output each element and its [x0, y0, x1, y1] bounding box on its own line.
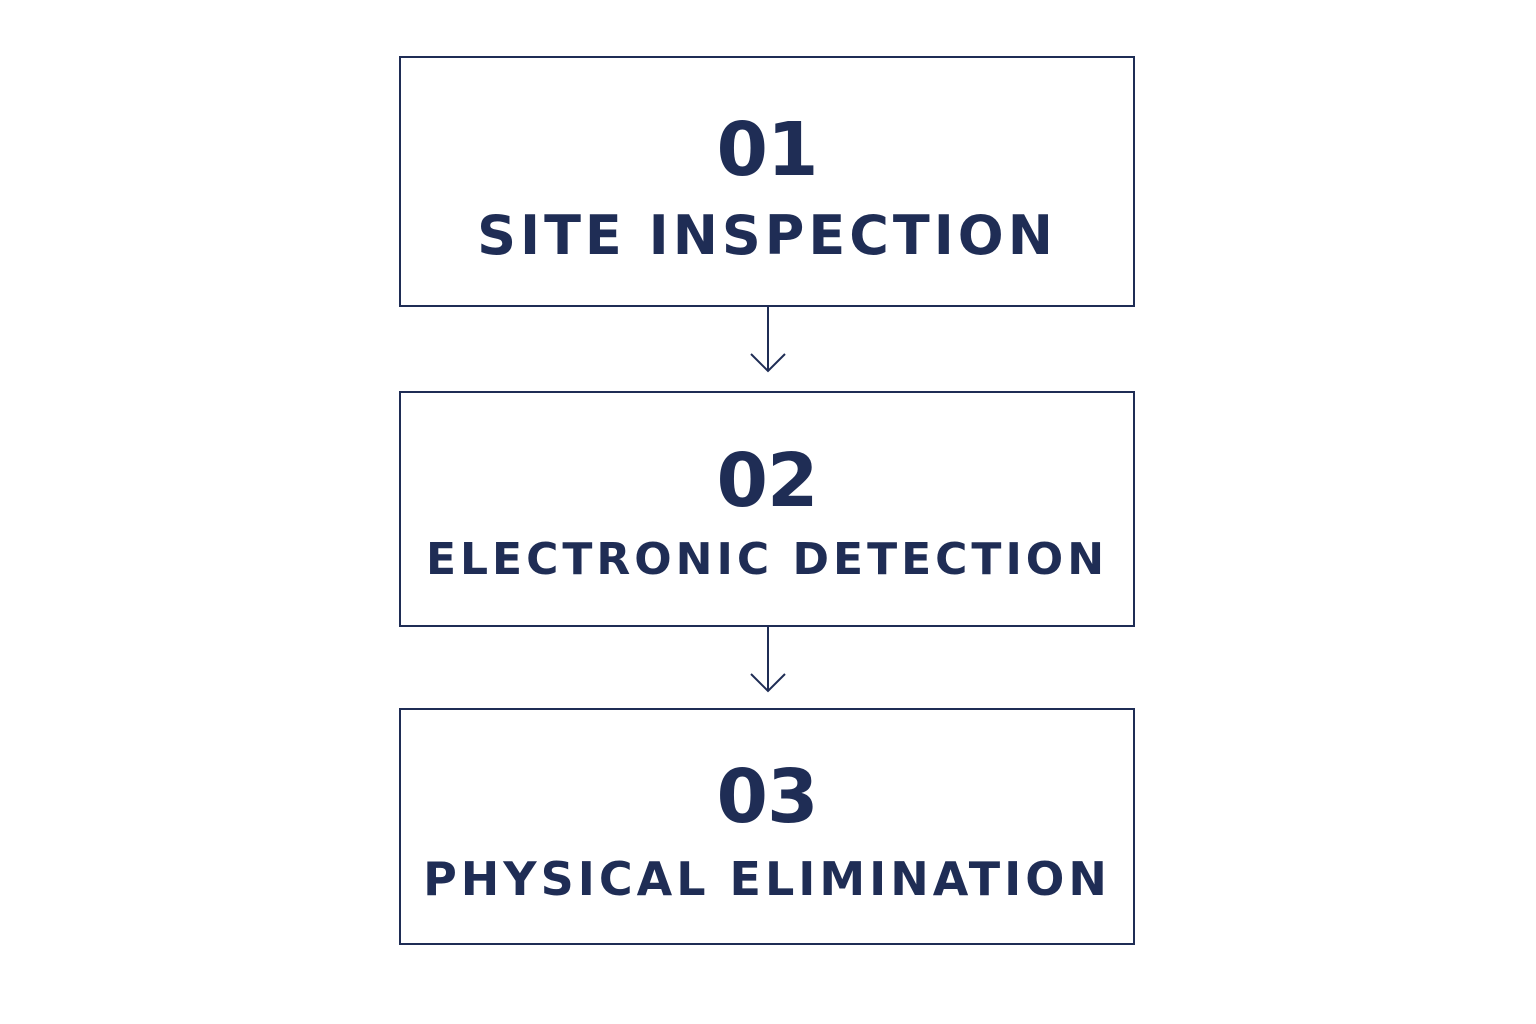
step-number: 02 — [716, 438, 819, 524]
step-title: PHYSICAL ELIMINATION — [423, 851, 1111, 906]
down-arrow-icon — [750, 627, 786, 693]
step-box-physical-elimination: 03 PHYSICAL ELIMINATION — [399, 708, 1135, 945]
down-arrow-icon — [750, 307, 786, 373]
step-title: SITE INSPECTION — [477, 203, 1057, 267]
step-box-electronic-detection: 02 ELECTRONIC DETECTION — [399, 391, 1135, 627]
step-box-site-inspection: 01 SITE INSPECTION — [399, 56, 1135, 307]
step-number: 03 — [716, 753, 819, 840]
step-title: ELECTRONIC DETECTION — [425, 534, 1109, 585]
step-number: 01 — [716, 106, 819, 193]
